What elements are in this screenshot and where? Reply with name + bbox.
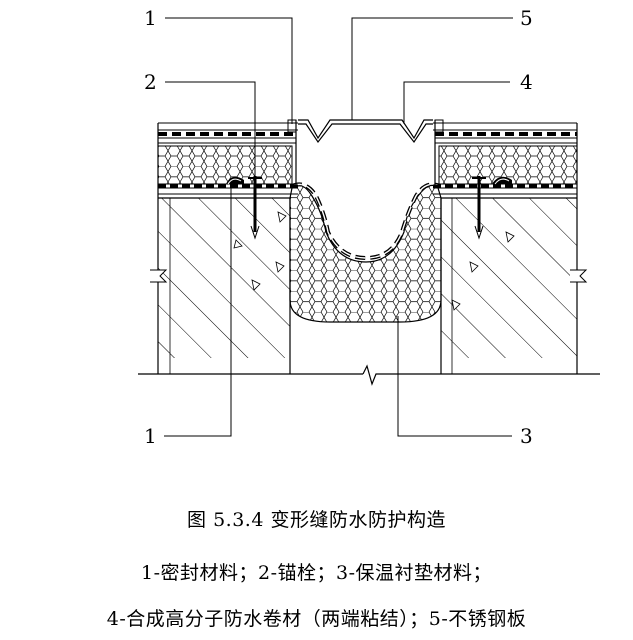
leader-lines [164,17,513,437]
callout-1-top: 1 [144,6,157,30]
waterproof-membrane [291,182,441,261]
ground-line [138,364,600,386]
right-roof-layers [433,120,578,198]
callout-5: 5 [520,6,533,30]
stainless-steel-plate [298,119,433,144]
figure-caption-legend-line-1: 1-密封材料；2-锚栓；3-保温衬垫材料； [140,562,493,584]
left-concrete-wall [150,197,291,374]
right-concrete-wall [440,197,588,374]
callout-4: 4 [520,70,533,94]
figure-caption-legend-line-2: 4-合成高分子防水卷材（两端粘结）；5-不锈钢板 [106,608,527,630]
callout-1-bottom: 1 [144,424,157,448]
callout-2: 2 [144,70,157,94]
sealant [226,119,512,185]
expansion-joint-section-drawing: 1 2 5 4 1 3 [138,6,600,448]
figure-caption-title: 图 5.3.4 变形缝防水防护构造 [187,509,446,531]
insulation-lining-material [289,184,442,323]
left-roof-layers [157,120,298,198]
anchor-bolt-right [472,176,486,240]
callout-3: 3 [520,424,533,448]
